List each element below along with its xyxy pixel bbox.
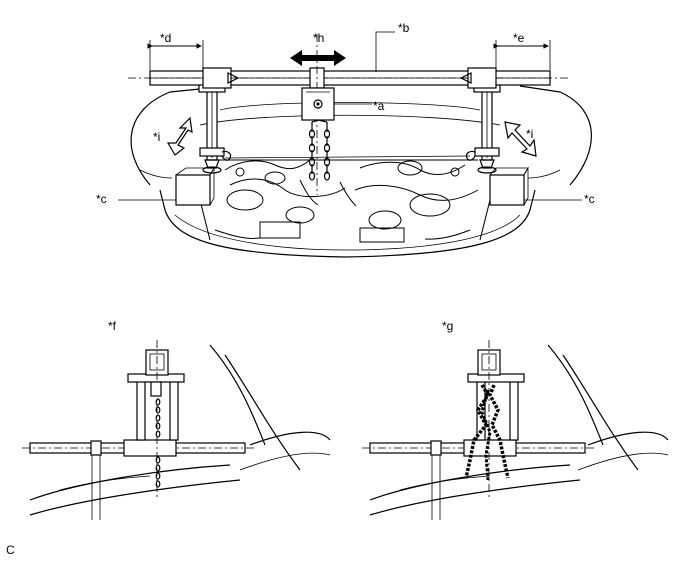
center-hook-assembly <box>301 34 335 195</box>
label-h: *h <box>313 31 324 45</box>
label-e: *e <box>513 31 525 45</box>
dimension-d <box>147 40 204 70</box>
main-support-bar <box>128 67 568 89</box>
figure-code: C <box>6 543 15 557</box>
side-view-g: *g <box>362 319 669 520</box>
right-adjust-arrow <box>504 121 537 157</box>
label-i-left: *i <box>153 130 160 144</box>
left-adjust-arrow <box>166 116 193 156</box>
right-support-leg <box>465 81 501 174</box>
chain-f <box>155 398 161 488</box>
engine-bay-outline <box>130 85 592 258</box>
leader-lines <box>118 31 582 201</box>
engine-support-main-view: *d *e *h *b *a *i *i *c *c <box>96 21 595 258</box>
label-f: *f <box>108 319 117 333</box>
right-fender-support-block <box>489 166 529 206</box>
chain-g <box>464 384 510 481</box>
label-i-right: *i <box>526 127 533 141</box>
label-a: *a <box>373 99 385 113</box>
label-c-left: *c <box>96 192 107 206</box>
label-b: *b <box>398 21 410 35</box>
left-support-leg <box>198 81 232 174</box>
lifting-chains <box>308 119 331 181</box>
engine-assembly <box>199 155 491 243</box>
slide-direction-arrow <box>290 50 346 66</box>
dimension-e <box>493 40 551 70</box>
label-d: *d <box>160 31 171 45</box>
label-g: *g <box>442 319 453 333</box>
left-fender-support-block <box>175 166 215 206</box>
label-c-right: *c <box>584 192 595 206</box>
side-view-f: *f <box>22 319 331 520</box>
